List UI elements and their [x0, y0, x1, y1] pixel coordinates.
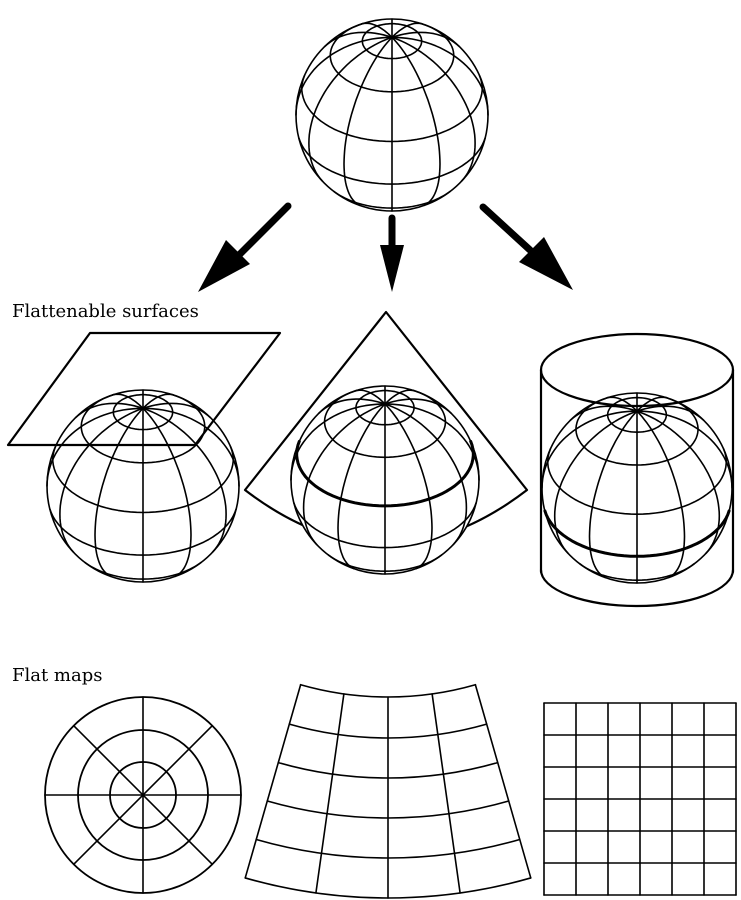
cylindrical-flat-map: [543, 702, 737, 896]
globe-with-cone: [290, 385, 480, 575]
arrow-to-cone: [380, 214, 404, 292]
conic-flat-map: [244, 683, 532, 899]
flat-maps-label: Flat maps: [12, 665, 103, 686]
surfaces-label: Flattenable surfaces: [12, 301, 199, 322]
globe-with-plane: [46, 389, 240, 583]
tangent-plane: [6, 331, 282, 447]
azimuthal-flat-map: [44, 696, 242, 894]
source-globe: [295, 18, 489, 212]
cylinder-top-rim: [539, 332, 735, 408]
arrow-to-cylinder: [479, 203, 573, 290]
arrow-to-plane: [198, 202, 292, 292]
globe-with-cylinder: [541, 392, 733, 584]
